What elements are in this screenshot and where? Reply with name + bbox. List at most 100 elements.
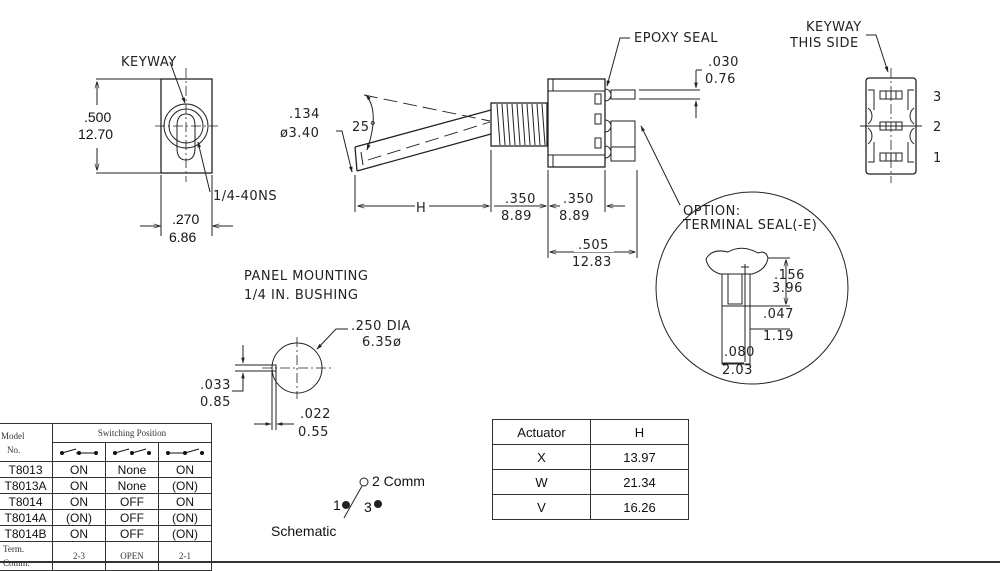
pin1-label: 1: [333, 497, 341, 513]
term-label-line1: Term.: [3, 544, 25, 554]
pin-label-3: 3: [933, 90, 942, 105]
option-label-line2: TERMINAL SEAL(-E): [682, 218, 817, 233]
bushing-length-inch: .350: [505, 192, 536, 207]
schematic-title: Schematic: [271, 523, 336, 539]
detail-dim1-inch: .156: [774, 268, 805, 283]
pos2-cell: None: [105, 461, 159, 478]
pos1-cell: ON: [52, 461, 106, 478]
angle-label: 25°: [352, 120, 377, 135]
key-height-inch: .033: [200, 378, 231, 393]
key-height-mm: 0.85: [200, 395, 231, 410]
model-cell: T8014B: [0, 525, 53, 542]
body-length-mm: 8.89: [559, 209, 590, 224]
actuator-cell: W: [492, 469, 591, 495]
panel-mounting: PANEL MOUNTING 1/4 IN. BUSHING .033 0.85…: [200, 269, 411, 440]
pos2-cell: OFF: [105, 525, 159, 542]
bottom-border: [0, 561, 1000, 563]
position-1-icon: [52, 442, 106, 462]
pos3-cell: ON: [158, 493, 212, 510]
terminal-thickness-mm: 0.76: [705, 72, 736, 87]
pos3-cell: (ON): [158, 477, 212, 494]
keyway-label: KEYWAY: [121, 55, 177, 70]
detail-dim2-inch: .047: [763, 307, 794, 322]
detail-circle: [655, 191, 849, 385]
width-inch: .270: [172, 211, 199, 227]
seal-blob: [705, 247, 769, 275]
detail-dim1-mm: 3.96: [772, 281, 803, 296]
switch-body: [547, 78, 606, 168]
terminals: [594, 88, 700, 162]
h-cell: 21.34: [590, 469, 689, 495]
height-inch: .500: [84, 109, 111, 125]
position-3-icon: [158, 442, 212, 462]
h-cell: 13.97: [590, 444, 689, 470]
actuator-cell: X: [492, 444, 591, 470]
term-value-3: 2-1: [158, 541, 212, 571]
comm-terminal: [359, 477, 369, 487]
pos1-cell: (ON): [52, 509, 106, 526]
pos3-cell: ON: [158, 461, 212, 478]
term-label-line2: Comm.: [3, 558, 30, 568]
lever-alt-position: [363, 94, 491, 122]
total-length-mm: 12.83: [572, 255, 612, 270]
h-cell: 16.26: [590, 494, 689, 520]
panel-title-line2: 1/4 IN. BUSHING: [244, 288, 358, 303]
lever-tip: [176, 113, 196, 161]
bushing-outer: [163, 103, 209, 149]
model-cell: T8013A: [0, 477, 53, 494]
pos2-cell: OFF: [105, 509, 159, 526]
model-cell: T8014: [0, 493, 53, 510]
threaded-bushing: [490, 102, 548, 147]
front-view: KEYWAY 1/4-40NS .500 12.70 .270 6.86: [78, 55, 277, 245]
lever-dia-mm: ø3.40: [280, 126, 319, 141]
switching-position-header: Switching Position: [52, 423, 212, 443]
terminal-seal-detail: OPTION: TERMINAL SEAL(-E) .156 3.96 .047…: [655, 191, 849, 385]
width-mm: 6.86: [169, 229, 196, 245]
table-row: T8014A(ON)OFF(ON): [0, 509, 212, 526]
term-value-1: 2-3: [52, 541, 106, 571]
h-header: H: [590, 419, 689, 445]
body-length-inch: .350: [563, 192, 594, 207]
terminal-1: [342, 501, 350, 509]
comm-label: 2 Comm: [372, 473, 425, 489]
keyway-this-side-line2: THIS SIDE: [789, 36, 859, 51]
bushing-length-mm: 8.89: [501, 209, 532, 224]
term-comm-row: Term. Comm. 2-3 OPEN 2-1: [0, 541, 212, 571]
schematic: 2 Comm 1 3 Schematic: [271, 473, 425, 539]
key-width-inch: .022: [300, 407, 331, 422]
epoxy-seal-label: EPOXY SEAL: [634, 31, 718, 46]
term-value-2: OPEN: [105, 541, 159, 571]
h-dimension-label: H: [416, 201, 426, 216]
pos3-cell: (ON): [158, 509, 212, 526]
pos1-cell: ON: [52, 493, 106, 510]
side-view: 25° .134 ø3.40 EPOXY SEAL: [280, 31, 738, 270]
pin-label-1: 1: [933, 151, 942, 166]
position-center-icon: [105, 442, 159, 462]
terminal-3: [374, 500, 382, 508]
actuator-cell: V: [492, 494, 591, 520]
hole-dia-mm: 6.35ø: [362, 335, 401, 350]
key-width-mm: 0.55: [298, 425, 329, 440]
term-comm-label: Term. Comm.: [0, 541, 53, 571]
detail-dim3-mm: 2.03: [722, 363, 753, 378]
pos2-cell: None: [105, 477, 159, 494]
actuator-header: Actuator: [492, 419, 591, 445]
model-header-line2: No.: [7, 444, 21, 455]
lever-dia-inch: .134: [289, 107, 320, 122]
switch-blade: [343, 485, 363, 519]
pos3-cell: (ON): [158, 525, 212, 542]
hole-dia-inch: .250 DIA: [351, 319, 411, 334]
rear-view: KEYWAY THIS SIDE 3 2 1: [789, 20, 942, 183]
thread-label: 1/4-40NS: [213, 189, 277, 204]
pos2-cell: OFF: [105, 493, 159, 510]
model-cell: T8014A: [0, 509, 53, 526]
model-header: Model No.: [0, 423, 53, 462]
